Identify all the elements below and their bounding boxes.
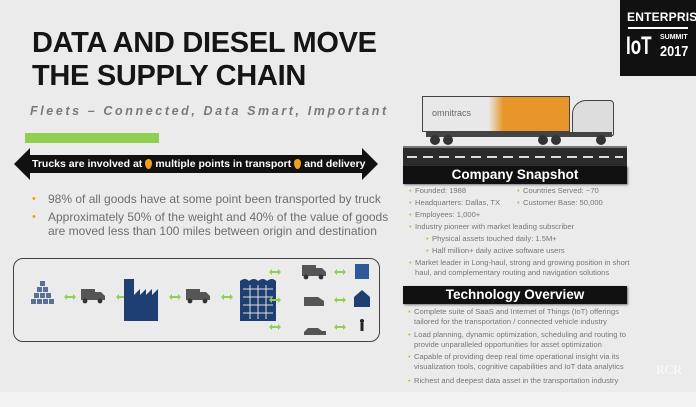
logo-text: 2017	[660, 43, 689, 60]
brand-logo-text: omnitracs	[432, 108, 472, 118]
bullet: 98% of all goods have at some point been…	[32, 192, 404, 206]
arrow-icon	[269, 269, 281, 275]
arrow-text: and delivery	[304, 158, 366, 170]
truck-icon	[302, 265, 326, 280]
arrow-icon	[64, 294, 76, 300]
factory-icon	[124, 279, 158, 321]
enterprise-iot-summit-logo: ENTERPRISE IoT SUMMIT 2017	[620, 0, 696, 76]
logo-text: SUMMIT	[660, 34, 688, 41]
location-pin-icon	[145, 159, 153, 169]
title-line: DATA AND DIESEL MOVE	[32, 27, 377, 59]
snapshot-subitem: Physical assets touched daily: 1.5M+	[426, 234, 557, 244]
green-accent-bar	[25, 133, 159, 143]
person-icon	[360, 319, 364, 331]
company-snapshot-header: Company Snapshot	[403, 166, 627, 184]
double-arrow	[14, 148, 378, 180]
arrow-icon	[169, 294, 181, 300]
snapshot-item: Headquarters: Dallas, TX	[409, 198, 500, 208]
tech-item: Richest and deepest data asset in the tr…	[408, 376, 629, 386]
warehouse-icon	[240, 279, 276, 321]
bullet-text: 98% of all goods have at some point been…	[48, 192, 381, 206]
arrow-text: multiple points in transport	[155, 158, 292, 170]
snapshot-item: Countries Served: ~70	[517, 186, 599, 196]
snapshot-item: Customer Base: 50,000	[517, 198, 603, 208]
arrow-icon	[334, 297, 346, 303]
arrow-icon	[221, 294, 233, 300]
boxes-icon	[31, 281, 54, 304]
title-line: THE SUPPLY CHAIN	[32, 60, 306, 92]
truck-icon	[186, 289, 210, 304]
tech-item: Load planning, dynamic optimization, sch…	[408, 330, 629, 350]
house-icon	[354, 290, 370, 307]
arrow-icon	[269, 324, 281, 330]
arrow-icon	[334, 269, 346, 275]
snapshot-subitem: Half million+ daily active software user…	[426, 246, 565, 256]
bottom-strip	[0, 392, 696, 407]
bullet: Approximately 50% of the weight and 40% …	[32, 210, 404, 238]
snapshot-item: Employees: 1,000+	[409, 210, 480, 220]
logo-text: ENTERPRISE	[627, 10, 696, 24]
bullet-list: 98% of all goods have at some point been…	[32, 192, 404, 238]
supply-chain-diagram	[13, 258, 380, 342]
snapshot-item: Market leader in Long-haul, strong and g…	[409, 258, 640, 278]
technology-overview-header: Technology Overview	[403, 286, 627, 304]
store-icon	[355, 264, 369, 279]
rcr-watermark: RCR	[656, 362, 683, 377]
snapshot-item: Industry pioneer with market leading sub…	[409, 222, 574, 232]
arrow-icon	[334, 324, 346, 330]
arrow-label: Trucks are involved at multiple points i…	[32, 158, 366, 170]
road	[403, 146, 627, 168]
subtitle: Fleets – Connected, Data Smart, Importan…	[30, 104, 389, 118]
van-icon	[304, 297, 324, 306]
truck-illustration: omnitracs	[422, 94, 624, 148]
car-icon	[304, 328, 326, 335]
arrow-text: Trucks are involved at	[32, 158, 143, 170]
bullet-text: Approximately 50% of the weight and 40% …	[48, 210, 389, 238]
truck-icon	[81, 289, 105, 304]
location-pin-icon	[294, 159, 302, 169]
snapshot-item: Founded: 1988	[409, 186, 466, 196]
logo-text: IoT	[626, 32, 652, 60]
tech-item: Complete suite of SaaS and Internet of T…	[408, 307, 629, 327]
tech-item: Capable of providing deep real time oper…	[408, 352, 629, 372]
